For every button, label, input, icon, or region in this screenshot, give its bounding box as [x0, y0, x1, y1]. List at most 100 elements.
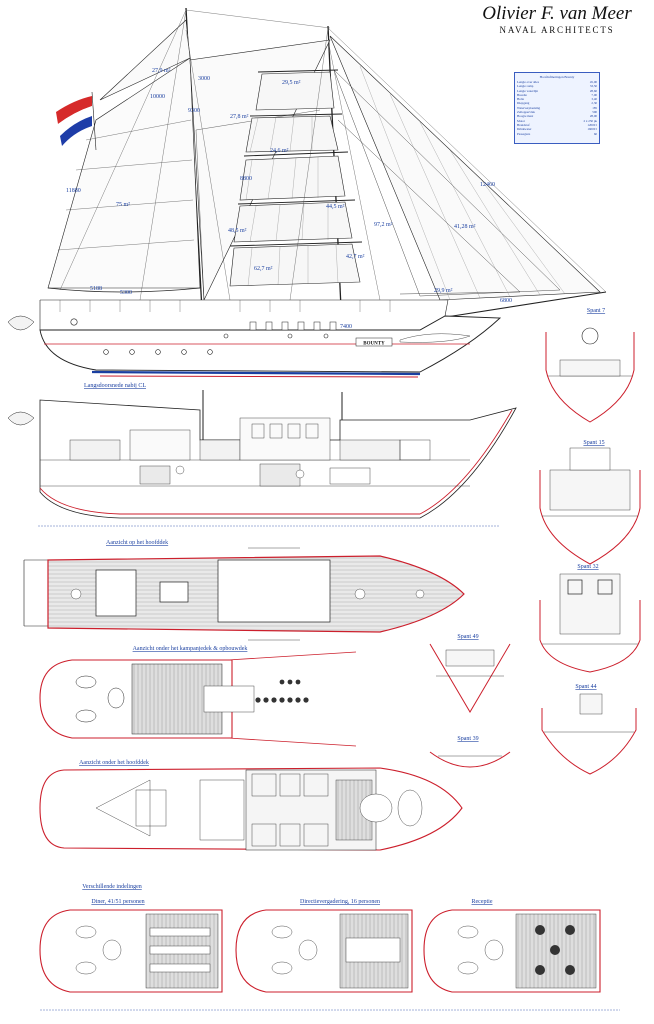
sail-area-label: 24,6 m² — [270, 148, 289, 154]
spec-row: Breedte 7,00 — [517, 93, 597, 97]
layout-meeting-plan — [235, 909, 413, 993]
spec-key: Zeiloppervlak — [517, 110, 535, 115]
spec-value: 16000 l — [587, 127, 597, 132]
spec-value: 590 — [592, 110, 597, 115]
spec-row: Holte 3,40 — [517, 97, 597, 101]
spec-row: Diepgang 2,30 — [517, 101, 597, 105]
layout-dinner-plan — [39, 909, 223, 993]
section-spant49 — [429, 643, 511, 713]
spec-key: Brandstof — [517, 122, 530, 127]
view-title-layouts: Verschillende indelingen — [82, 884, 141, 890]
sail-plan — [7, 7, 607, 378]
spec-value: 3,40 — [591, 97, 597, 102]
section-spant39 — [429, 751, 511, 768]
spec-value: 12000 l — [587, 122, 597, 127]
section-label-spant32: Spant 32 — [577, 564, 598, 570]
section-spant15 — [539, 447, 641, 565]
spec-value: 2 x 250 pk — [583, 118, 597, 123]
view-title-main-deck: Aanzicht op het hoofddek — [106, 539, 168, 546]
spec-row: Passagiers 60 — [517, 132, 597, 136]
longitudinal-section — [7, 390, 517, 527]
sail-area-label: 97,2 m² — [374, 222, 393, 228]
dimension-label: 10000 — [150, 94, 165, 100]
spec-table-title: Hoofdafmetingen Bounty — [539, 75, 575, 79]
spec-row: Lengte over alles 45,00 — [517, 80, 597, 84]
spec-key: Lengte over alles — [517, 80, 539, 84]
sail-area-label: 27,8 m² — [230, 114, 249, 120]
sail-area-label: 44,5 m² — [326, 204, 345, 210]
sail-area-labels: 27,9 m² 29,5 m² 27,8 m² 24,6 m² 75 m² 48… — [116, 68, 476, 294]
dimension-label: 3000 — [198, 76, 210, 82]
sail-area-label: 62,7 m² — [254, 266, 273, 272]
spec-key: Drinkwater — [517, 127, 532, 132]
layout-reception-title: Receptie — [472, 899, 493, 905]
sail-area-label: 41,28 m² — [454, 224, 476, 230]
brand-subtitle: NAVAL ARCHITECTS — [499, 25, 615, 35]
section-label-spant7: Spant 7 — [587, 308, 605, 314]
lower-deck-plan — [39, 767, 463, 851]
sail-area-label: 48,5 m² — [228, 228, 247, 234]
spec-key: Motor — [517, 118, 525, 123]
spec-value: 45,00 — [589, 80, 597, 84]
spec-value: 2,30 — [591, 101, 597, 106]
brand-block: Olivier F. van Meer NAVAL ARCHITECTS — [482, 4, 632, 36]
dimension-label: 7400 — [340, 324, 352, 330]
spec-key: Lengte romp — [517, 84, 534, 89]
spec-key: Breedte — [517, 92, 527, 97]
specification-table: Hoofdafmetingen Bounty Lengte over alles… — [514, 72, 600, 144]
ship-name-plate: BOUNTY — [355, 337, 393, 346]
sail-area-label: 42,7 m² — [346, 254, 365, 260]
dimension-label: 5188 — [90, 286, 102, 292]
section-label-spant44: Spant 44 — [575, 684, 596, 690]
spec-value: 28,60 — [589, 88, 597, 93]
rig-dimensions: 10000 9300 11880 8800 5300 5188 3000 740… — [66, 76, 512, 330]
section-spant7 — [545, 327, 635, 423]
dimension-label: 12460 — [480, 182, 495, 188]
sail-area-label: 29,9 m² — [434, 288, 453, 294]
dimension-label: 6800 — [500, 298, 512, 304]
layout-reception-plan — [423, 909, 601, 993]
section-label-spant39: Spant 39 — [457, 736, 478, 742]
spec-value: 33,50 — [589, 84, 597, 89]
section-label-spant49: Spant 49 — [457, 634, 478, 640]
main-deck-plan — [23, 547, 465, 641]
spec-key: Passagiers — [517, 131, 531, 136]
spec-row: Lengte romp 33,50 — [517, 84, 597, 88]
dimension-label: 9300 — [188, 108, 200, 114]
spec-key: Holte — [517, 97, 525, 102]
brand-name: Olivier F. van Meer — [482, 3, 632, 24]
spec-row: Waterverplaatsing 185 — [517, 106, 597, 110]
dimension-label: 5300 — [120, 290, 132, 296]
spec-row: Hoogte mast 28,00 — [517, 114, 597, 118]
spec-key: Diepgang — [517, 101, 530, 106]
campdeck-plan — [39, 651, 357, 747]
dimension-label: 8800 — [240, 176, 252, 182]
spec-key: Lengte waterlijn — [517, 88, 538, 93]
spec-row: Lengte waterlijn 28,60 — [517, 89, 597, 93]
dutch-flag-icon — [56, 91, 97, 151]
spec-value: 185 — [592, 105, 597, 110]
spec-value: 7,00 — [591, 92, 597, 97]
spec-value: 60 — [593, 131, 597, 136]
spec-row: Drinkwater 16000 l — [517, 127, 597, 131]
view-title-longitudinal: Langsdoorsnede nabij CL — [84, 383, 146, 389]
layout-dinner-title: Diner, 41/51 personen — [91, 899, 144, 905]
spec-value: 28,00 — [589, 114, 597, 119]
spec-row: Zeiloppervlak 590 — [517, 110, 597, 114]
spec-key: Waterverplaatsing — [517, 105, 541, 110]
view-title-under-main-deck: Aanzicht onder het hoofddek — [79, 759, 149, 766]
sail-area-label: 75 m² — [116, 202, 130, 208]
section-spant32 — [539, 573, 641, 673]
dimension-label: 11880 — [66, 188, 81, 194]
section-spant44 — [541, 693, 637, 775]
section-label-spant15: Spant 15 — [583, 440, 604, 446]
spec-row: Brandstof 12000 l — [517, 123, 597, 127]
view-title-under-campdeck: Aanzicht onder het kampanjedek & opbouwd… — [133, 646, 248, 652]
sail-area-label: 29,5 m² — [282, 80, 301, 86]
spec-row: Motor 2 x 250 pk — [517, 119, 597, 123]
ship-name-text: BOUNTY — [363, 341, 385, 346]
spec-key: Hoogte mast — [517, 114, 534, 119]
sail-area-label: 27,9 m² — [152, 68, 171, 74]
